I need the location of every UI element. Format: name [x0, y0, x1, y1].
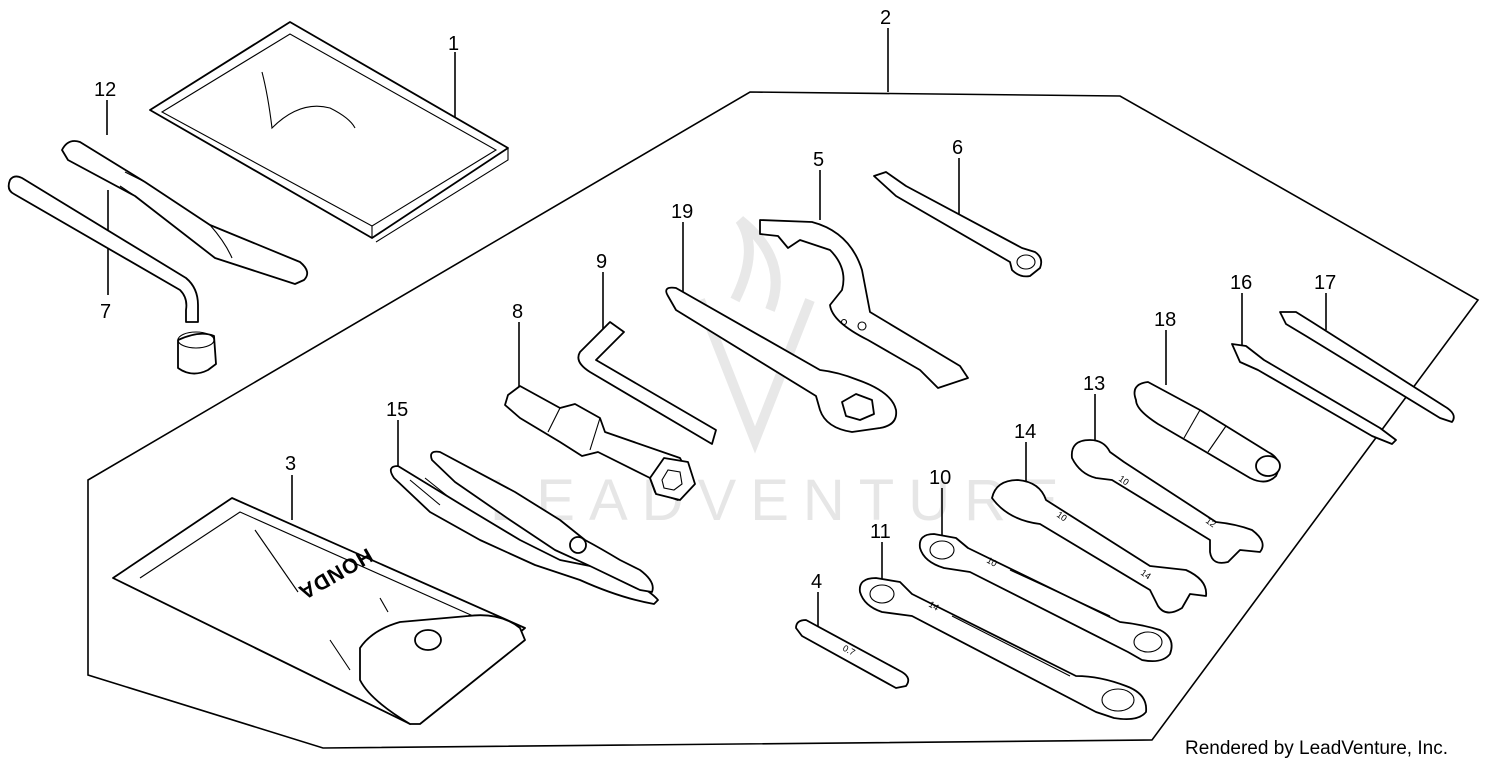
callout-12: 12 — [94, 79, 116, 101]
callout-4: 4 — [811, 571, 822, 593]
watermark-logo — [695, 216, 815, 454]
part-3-tool-bag: HONDA — [112, 497, 526, 725]
callout-6: 6 — [952, 137, 963, 159]
part-17-screwdriver-bit — [1279, 311, 1455, 423]
callout-1: 1 — [448, 33, 459, 55]
part-11-ratchet-wrench: 14 — [858, 577, 1148, 721]
callout-13: 13 — [1083, 373, 1105, 395]
ratchet-11-size: 14 — [927, 599, 941, 613]
part-5-hook-spanner — [759, 219, 969, 389]
callout-14: 14 — [1014, 421, 1036, 443]
part-7-plug-wrench — [7, 175, 217, 375]
part-18-screwdriver-handle — [1133, 381, 1281, 483]
callout-3: 3 — [285, 453, 296, 475]
part-9-hex-key — [577, 321, 717, 445]
part-15-pliers — [389, 450, 659, 605]
part-13-open-end-wrench: 10 12 — [1070, 439, 1264, 564]
callout-8: 8 — [512, 301, 523, 323]
wrench-14-size-b: 14 — [1139, 567, 1153, 581]
callout-11: 11 — [870, 521, 891, 543]
callout-9: 9 — [596, 251, 607, 273]
render-credit: Rendered by LeadVenture, Inc. — [1184, 738, 1448, 759]
part-8-box-spanner — [504, 385, 696, 501]
callout-19: 19 — [671, 201, 693, 223]
part-1-owners-pouch — [149, 21, 509, 243]
part-12-handle-extension — [61, 140, 309, 285]
callout-2: 2 — [880, 7, 891, 29]
kit-group-outline — [87, 91, 1480, 749]
wrench-14-size-a: 10 — [1055, 509, 1069, 523]
part-4-feeler-gauge: 0.7 — [795, 619, 910, 689]
part-6-screwdriver-shaft — [873, 171, 1043, 278]
callout-7: 7 — [100, 301, 111, 323]
callout-15: 15 — [386, 399, 408, 421]
callout-17: 17 — [1314, 272, 1336, 294]
wrench-13-size-b: 12 — [1204, 515, 1218, 529]
callout-18: 18 — [1154, 309, 1176, 331]
part-19-pin-spanner — [665, 286, 898, 433]
callout-10: 10 — [929, 467, 951, 489]
part-10-ratchet-wrench: 10 — [918, 533, 1173, 663]
callout-5: 5 — [813, 149, 824, 171]
part-14-open-end-wrench: 10 14 — [991, 479, 1208, 614]
callout-numbers: 1 2 3 4 5 6 7 8 9 10 11 12 13 14 15 16 1… — [94, 7, 1336, 593]
watermark-text: LEADVENTURE — [490, 468, 1073, 533]
part-16-screwdriver-bit — [1231, 343, 1397, 445]
ratchet-10-size: 10 — [985, 555, 999, 569]
callout-16: 16 — [1230, 272, 1252, 294]
wrench-13-size-a: 10 — [1117, 473, 1131, 487]
